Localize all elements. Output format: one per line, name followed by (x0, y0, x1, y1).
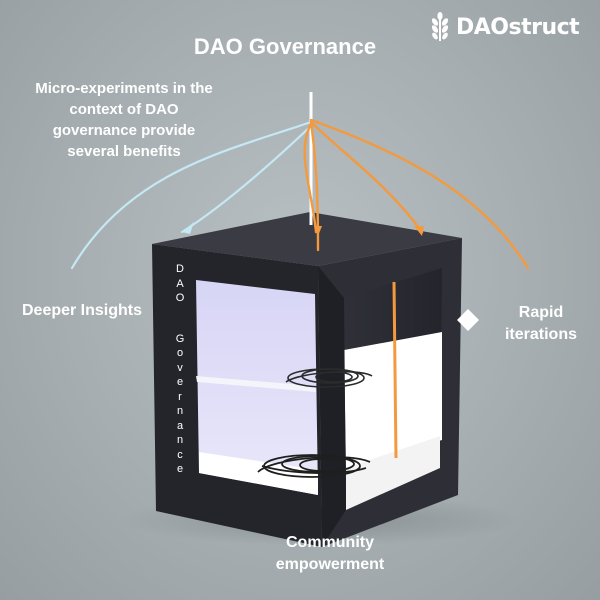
right-lower-floor (346, 436, 440, 510)
subtitle-line: governance provide (52, 122, 196, 139)
orange-arrow-right (309, 118, 530, 270)
brand-logo: DAOstruct (428, 10, 593, 44)
blue-arrows (70, 120, 313, 270)
front-shelf (196, 376, 316, 392)
label-deeper-insights: Deeper Insights (21, 302, 143, 319)
wheat-icon (431, 12, 449, 41)
orange-arrowhead-center (314, 226, 322, 236)
vertical-letter: o (176, 347, 184, 359)
vertical-letter: c (177, 448, 183, 461)
interior-orange-rod (392, 281, 398, 459)
blue-arrowhead (182, 222, 194, 234)
vertical-letter: e (176, 376, 184, 388)
right-shelf-floor (344, 332, 442, 468)
subtitle-line: several benefits (67, 143, 181, 160)
orange-arrow-inner (303, 122, 318, 234)
blue-arrow-left (70, 120, 313, 270)
vertical-letter: n (176, 405, 184, 417)
diamond-marker (457, 309, 479, 331)
orange-arrow-mid (309, 120, 424, 234)
vertical-letter: a (176, 419, 184, 432)
vertical-letter: v (177, 361, 183, 374)
blue-arrow-inner (180, 124, 313, 234)
label-line: iterations (504, 326, 577, 343)
label-community-empowerment: Community empowerment (240, 532, 420, 576)
label-line: empowerment (275, 556, 385, 573)
orange-arrowhead-mid (414, 226, 424, 236)
vertical-letter: r (178, 390, 182, 403)
subtitle-line: Micro-experiments in the (35, 80, 213, 97)
lower-scribble (257, 454, 371, 478)
subtitle-line: context of DAO (69, 101, 179, 118)
vertical-letter: G (175, 332, 185, 345)
vertical-letter: O (175, 292, 185, 304)
label-rapid-iterations: Rapid iterations (488, 302, 594, 346)
brand-name: DAOstruct (456, 14, 580, 40)
cube-top-face (152, 212, 462, 266)
label-line: Community (286, 534, 374, 551)
vertical-letter: e (176, 463, 184, 475)
front-window-floor (199, 452, 318, 495)
diagram-title: DAO Governance (193, 34, 377, 59)
diagram-subtitle: Micro-experiments in the context of DAO … (8, 78, 240, 162)
vertical-letter: A (176, 277, 184, 290)
front-window (196, 280, 318, 495)
cube-edge-pillar (318, 266, 346, 547)
vertical-letter: n (176, 434, 184, 446)
upper-scribble (285, 368, 373, 388)
vertical-letter: D (176, 263, 184, 275)
label-line: Rapid (518, 304, 564, 321)
